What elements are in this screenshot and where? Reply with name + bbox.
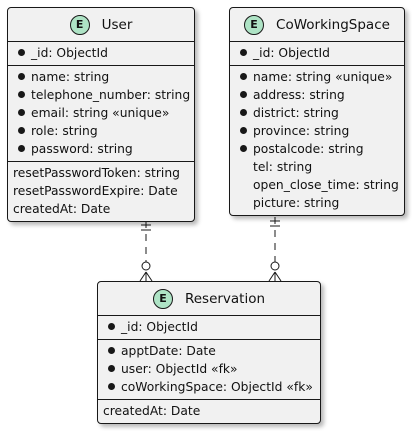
required-dot-icon [18,127,25,134]
attribute-fields: apptDate: Date user: ObjectId «fk» coWor… [98,339,320,399]
field: createdAt: Date [13,202,111,216]
many-marker [274,271,282,282]
field: coWorkingSpace: ObjectId «fk» [98,378,320,396]
required-dot-icon [18,109,25,116]
field: name: string [8,68,194,86]
field: email: string «unique» [8,104,194,122]
zero-marker [270,261,280,271]
field: province: string [230,122,404,140]
required-dot-icon [108,383,115,390]
field: _id: ObjectId [98,318,320,336]
required-dot-icon [18,91,25,98]
field: _id: ObjectId [230,44,404,62]
field: picture: string [253,196,340,210]
field: apptDate: Date [98,342,320,360]
entity-reservation: E Reservation _id: ObjectId apptDate: Da… [97,281,321,424]
many-marker [139,271,147,282]
required-dot-icon [240,49,247,56]
extra-fields: createdAt: Date [98,399,320,423]
field: role: string [8,122,194,140]
field: password: string [8,140,194,158]
required-dot-icon [240,109,247,116]
extra-fields: resetPasswordToken: string resetPassword… [8,161,194,221]
required-dot-icon [240,91,247,98]
zero-marker [141,261,151,271]
field: address: string [230,86,404,104]
entity-title: User [101,16,133,33]
required-dot-icon [240,145,247,152]
field: postalcode: string [230,140,404,158]
required-dot-icon [18,49,25,56]
entity-title: Reservation [184,290,266,307]
required-dot-icon [240,73,247,80]
entity-header: E CoWorkingSpace [230,8,404,42]
required-dot-icon [18,73,25,80]
entity-user: E User _id: ObjectId name: string teleph… [7,7,195,222]
required-dot-icon [108,365,115,372]
relation-coworkingspace-reservation [268,217,282,282]
field: open_close_time: string [253,178,399,192]
required-dot-icon [18,145,25,152]
field: _id: ObjectId [8,44,194,62]
required-dot-icon [240,127,247,134]
field: name: string «unique» [230,68,404,86]
required-dot-icon [108,347,115,354]
many-marker [145,271,153,282]
field: district: string [230,104,404,122]
entity-badge-icon: E [69,14,90,35]
key-fields: _id: ObjectId [8,42,194,65]
attribute-fields: name: string telephone_number: string em… [8,65,194,161]
field: resetPasswordExpire: Date [13,184,178,198]
entity-header: E Reservation [98,282,320,316]
entity-coworkingspace: E CoWorkingSpace _id: ObjectId name: str… [229,7,405,216]
many-marker [268,271,276,282]
entity-title: CoWorkingSpace [276,16,390,33]
entity-badge-icon: E [152,288,173,309]
entity-header: E User [8,8,194,42]
attribute-fields: name: string «unique» address: string di… [230,65,404,215]
field: user: ObjectId «fk» [98,360,320,378]
key-fields: _id: ObjectId [98,316,320,339]
required-dot-icon [108,323,115,330]
field: resetPasswordToken: string [13,166,180,180]
entity-badge-icon: E [244,14,265,35]
relation-user-reservation [139,221,153,282]
key-fields: _id: ObjectId [230,42,404,65]
field: createdAt: Date [103,404,201,418]
field: tel: string [253,160,313,174]
field: telephone_number: string [8,86,194,104]
